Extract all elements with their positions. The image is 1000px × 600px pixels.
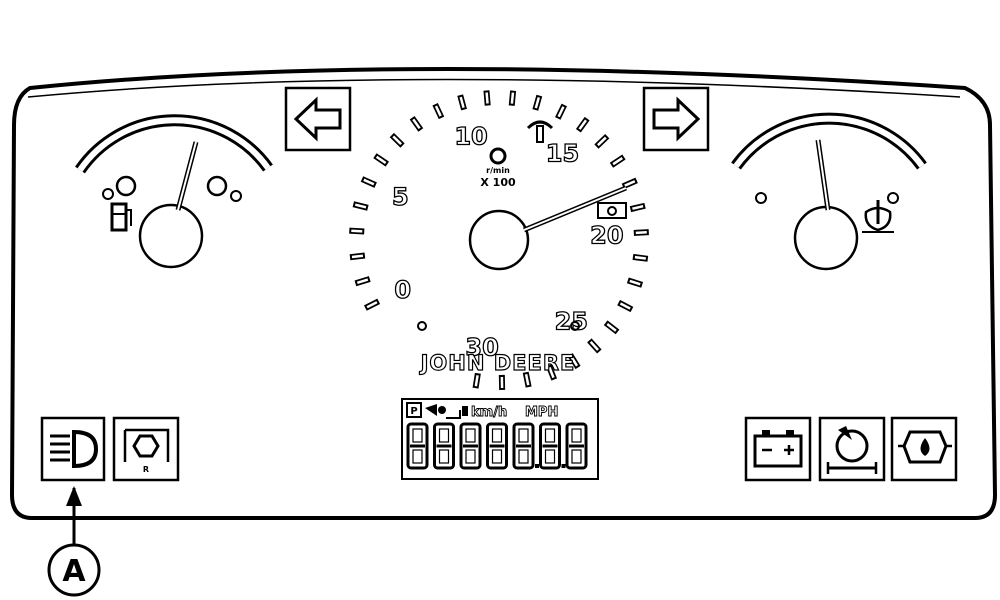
battery-button[interactable] (744, 416, 812, 482)
svg-text:R: R (143, 465, 149, 474)
lcd-display: P km/h MPH (401, 398, 599, 480)
tachometer-scale-label: 25 (555, 307, 588, 335)
tachometer-scale-label: 20 (590, 221, 623, 249)
svg-text:P: P (410, 406, 417, 417)
pto-icon (826, 426, 878, 474)
parking-brake-icon: P (406, 402, 422, 418)
fuel-gauge (75, 114, 273, 269)
tachometer-scale-label: 15 (546, 140, 579, 168)
headlight-icon (50, 429, 99, 469)
tachometer-unit-rpm: r/min (486, 166, 510, 175)
pto-button[interactable] (818, 416, 886, 482)
lcd-digit (539, 422, 566, 470)
power-takeoff-indicator-icon (597, 202, 627, 219)
engine-speed-icon (489, 147, 507, 165)
tachometer-scale-label: 5 (392, 183, 409, 211)
speed-unit-mph: MPH (525, 405, 558, 420)
tachometer-scale-label: 0 (394, 276, 411, 304)
engine-warning-icon (425, 404, 446, 416)
coolant-temperature-icon (862, 200, 894, 233)
tachometer-ticks (349, 90, 649, 391)
tachometer-scale-label: 10 (454, 123, 487, 151)
battery-icon (753, 430, 803, 468)
left-turn-signal-icon (284, 86, 352, 152)
engine-reset-icon: R (123, 428, 170, 474)
callout-a: A (47, 486, 101, 597)
engine-reset-button[interactable]: R (112, 416, 180, 482)
tachometer-scale-label: 30 (465, 334, 498, 362)
coolant-temperature-gauge (731, 112, 927, 271)
lcd-digit (406, 422, 429, 470)
brand-logo-text: JOHN DEERE (419, 351, 576, 375)
lcd-digit (459, 422, 482, 470)
lcd-digit (433, 422, 455, 470)
tachometer-unit-multiplier: X 100 (480, 176, 516, 189)
lcd-digit (486, 422, 508, 470)
right-turn-signal-icon (642, 86, 710, 152)
tachometer: 0 5 10 15 20 25 30 r/min X 100 (349, 90, 649, 391)
lcd-digit (512, 422, 539, 470)
tachometer-scale-labels: 0 5 10 15 20 25 30 (391, 122, 624, 362)
headlight-button[interactable] (40, 416, 106, 482)
panel-outline (9, 67, 998, 520)
speed-unit-kmh: km/h (471, 405, 507, 420)
work-light-icon (526, 120, 554, 143)
callout-label: A (62, 554, 86, 589)
lcd-digit (565, 422, 588, 470)
fuel-pump-icon (110, 202, 132, 232)
lcd-digits (406, 422, 588, 470)
oil-pressure-button[interactable] (890, 416, 958, 482)
power-takeoff-icon (446, 406, 468, 419)
oil-pressure-icon (898, 430, 952, 464)
